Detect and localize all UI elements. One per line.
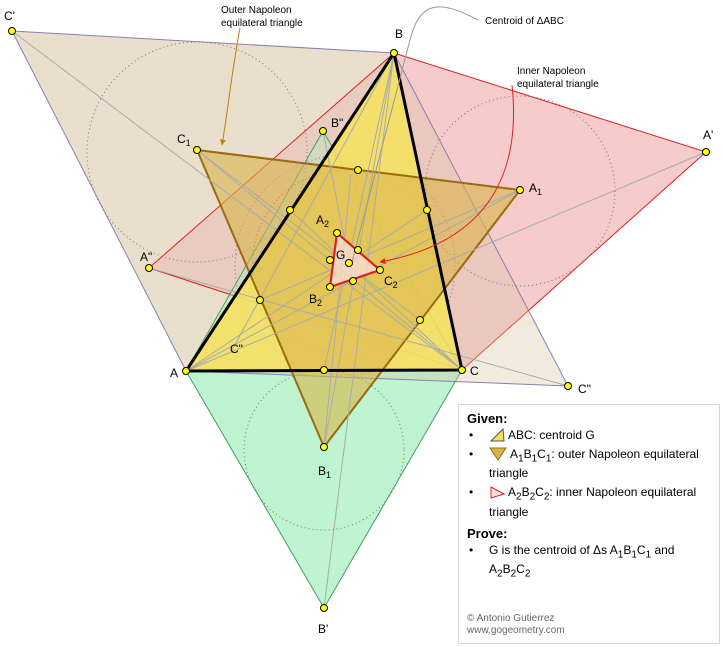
given-title: Given: xyxy=(467,411,508,426)
given-list: ABC: centroid G A1B1C1: outer Napoleon e… xyxy=(467,428,711,520)
label-c-prime: C' xyxy=(4,9,15,23)
prove-list: G is the centroid of Δs A1B1C1 and A2B2C… xyxy=(467,543,711,582)
midpoint-a1c1 xyxy=(354,166,362,174)
label-c-double-prime: C" xyxy=(578,382,591,396)
circumcircle-left xyxy=(86,41,308,263)
label-c1: C1 xyxy=(177,132,191,148)
label-b: B xyxy=(395,27,403,41)
red-triangle-icon xyxy=(490,486,505,500)
given-item-3: A2B2C2: inner Napoleon equilateral trian… xyxy=(467,485,711,519)
label-b2: B2 xyxy=(309,292,322,308)
label-a: A xyxy=(170,366,178,380)
point-a1 xyxy=(516,186,524,194)
points xyxy=(8,27,710,612)
prove-item-1: G is the centroid of Δs A1B1C1 and A2B2C… xyxy=(467,543,711,582)
point-a-double-prime xyxy=(145,264,153,272)
label-b-prime: B' xyxy=(318,622,328,636)
midpoint-a2b2 xyxy=(326,256,334,264)
inner-napoleon-note-line1: Inner Napoleon xyxy=(517,66,585,77)
midpoint-a1b1 xyxy=(416,316,424,324)
point-c2 xyxy=(376,266,384,274)
label-b-double-prime: B" xyxy=(331,116,343,130)
point-c-prime xyxy=(8,27,16,35)
point-b-prime xyxy=(320,604,328,612)
centroid-pointer xyxy=(351,6,479,263)
point-a-prime xyxy=(702,148,710,156)
point-a xyxy=(182,367,190,375)
point-c xyxy=(458,366,466,374)
midpoint-b1c1 xyxy=(256,296,264,304)
midpoint-ac xyxy=(320,366,328,374)
midpoint-ab xyxy=(286,206,294,214)
midpoint-a2c2 xyxy=(354,246,362,254)
prove-title: Prove: xyxy=(467,525,508,541)
outer-napoleon-pointer xyxy=(219,27,241,146)
given-item-2: A1B1C1: outer Napoleon equilateral trian… xyxy=(467,447,711,481)
point-b1 xyxy=(320,443,328,451)
label-c2: C2 xyxy=(384,274,398,290)
midpoint-bc xyxy=(423,206,431,214)
point-b2 xyxy=(326,283,334,291)
label-c-double-prime-inner: C" xyxy=(230,342,243,356)
circumcircle-right xyxy=(424,95,616,287)
label-a1: A1 xyxy=(529,181,542,197)
label-b1: B1 xyxy=(318,464,331,480)
label-c: C xyxy=(470,364,479,378)
outer-napoleon-note-line1: Outer Napoleon xyxy=(221,5,292,16)
yellow-triangle-icon xyxy=(489,428,505,442)
point-b-double-prime xyxy=(319,127,327,135)
outer-napoleon-note-line2: equilateral triangle xyxy=(221,18,303,29)
inner-napoleon-note-line2: equilateral triangle xyxy=(517,79,599,90)
point-a2 xyxy=(333,229,341,237)
label-a-prime: A' xyxy=(703,128,713,142)
given-item-1: ABC: centroid G xyxy=(467,428,711,443)
label-a-double-prime: A" xyxy=(140,250,152,264)
point-c-double-prime xyxy=(564,382,572,390)
centroid-note: Centroid of ΔABC xyxy=(485,16,564,27)
inner-napoleon-pointer xyxy=(379,84,515,264)
point-b xyxy=(390,49,398,57)
credit: © Antonio Gutierrez www.gogeometry.com xyxy=(467,613,565,636)
point-c1 xyxy=(193,146,201,154)
point-g xyxy=(345,259,353,267)
midpoint-b2c2 xyxy=(349,277,357,285)
label-g: G xyxy=(336,248,345,262)
label-a2: A2 xyxy=(316,213,329,229)
given-prove-panel: Given: ABC: centroid G A1B1C1: outer Nap… xyxy=(458,404,720,644)
orange-triangle-icon xyxy=(489,447,507,461)
